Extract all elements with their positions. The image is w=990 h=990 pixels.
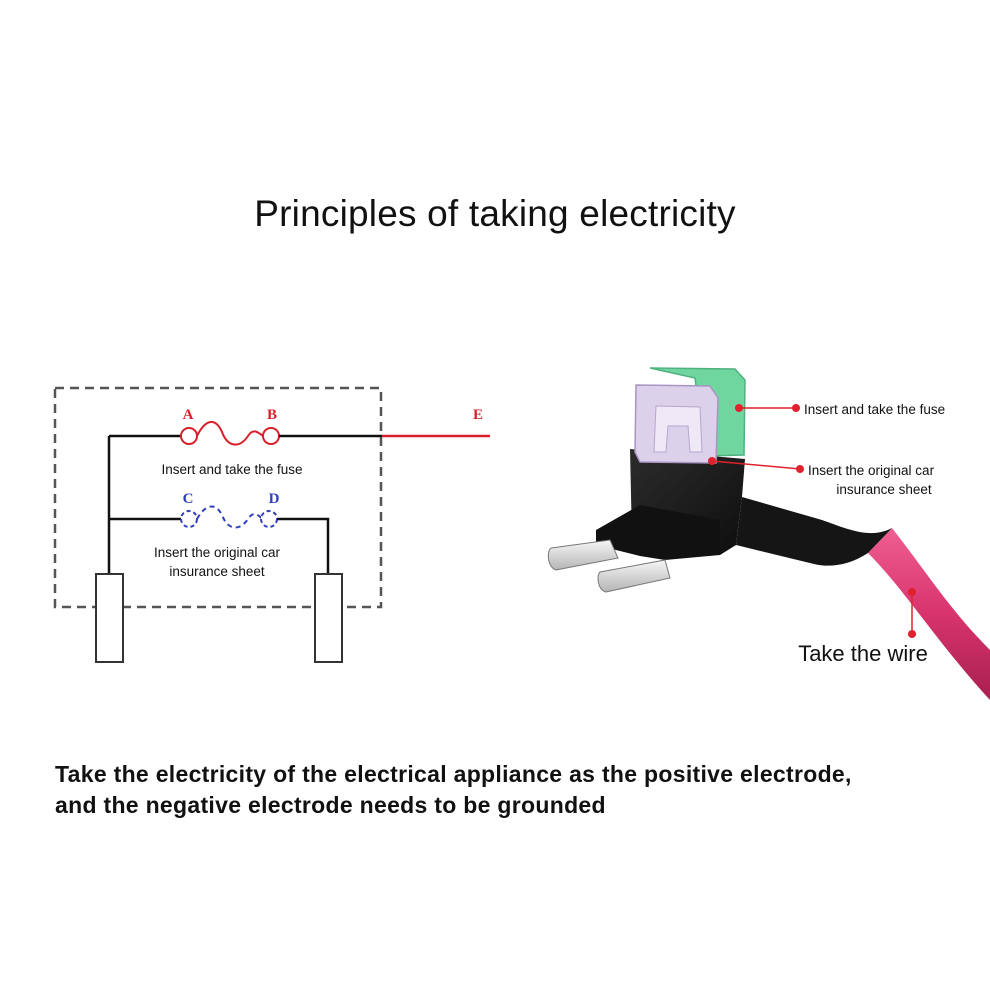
fuse-window [653,405,703,453]
footer-line-1: Take the electricity of the electrical a… [55,761,852,787]
callout-sheet-label-line2: insurance sheet [836,482,932,497]
heat-shrink-sleeve [736,497,892,566]
callout-line-sheet [711,460,801,470]
page-title: Principles of taking electricity [254,193,736,234]
footer-line-2: and the negative electrode needs to be g… [55,792,606,818]
housing-lower-arm [596,505,720,560]
label-e: E [473,407,483,423]
label-b: B [267,407,277,423]
callout-fuse-label: Insert and take the fuse [804,402,945,417]
fuse-caption: Insert and take the fuse [161,462,302,477]
label-a: A [183,407,194,423]
callout-dot-sheet-end [796,465,804,473]
fuse-box-frame [53,386,383,609]
blade-right [314,573,343,663]
fuse-element [196,421,264,446]
blade-left [547,539,619,571]
blade-left [95,573,124,663]
blade-right [597,559,671,593]
label-c: C [183,491,194,507]
lower-branch-right [277,517,330,574]
callout-dot-wire-end [908,630,916,638]
sheet-caption-line2: insurance sheet [169,564,265,579]
callout-dot-fuse-end [792,404,800,412]
callout-sheet-label-line1: Insert the original car [808,463,935,478]
label-d: D [269,491,280,507]
fuse-green-cap [649,367,746,457]
pink-wire [868,528,990,700]
sheet-element [196,505,263,529]
callout-wire-label: Take the wire [798,641,928,666]
sheet-caption-line1: Insert the original car [154,545,281,560]
footer-note: Take the electricity of the electrical a… [55,759,955,821]
